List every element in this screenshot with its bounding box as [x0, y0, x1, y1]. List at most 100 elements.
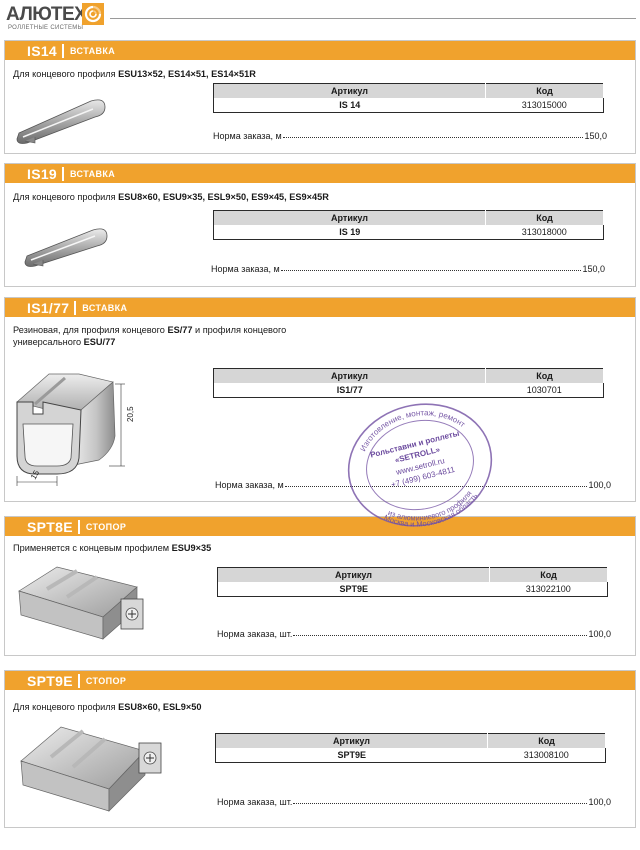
article-value: SPT9E — [339, 583, 368, 594]
description-profiles: ESU8×60, ESL9×50 — [118, 702, 202, 712]
section-description: Применяется с концевым профилем ESU9×35 — [13, 542, 211, 554]
description-profiles: ESU13×52, ES14×51, ES14×51R — [118, 69, 256, 79]
section-is14: IS14 ВСТАВКА Для концевого профиля ESU13… — [4, 40, 636, 154]
description-text: и профиля концевого — [192, 325, 287, 335]
col-code: Код — [485, 83, 604, 98]
section-description: Резиновая, для профиля концевого ES/77 и… — [13, 324, 286, 348]
order-norm-label: Норма заказа, м — [213, 131, 282, 141]
section-type: ВСТАВКА — [82, 302, 128, 313]
page-header: АЛЮТЕХ РОЛЛЕТНЫЕ СИСТЕМЫ — [0, 0, 640, 36]
col-article: Артикул — [217, 567, 490, 582]
order-norm-label: Норма заказа, шт. — [217, 629, 293, 639]
description-text: Для концевого профиля — [13, 69, 119, 79]
section-header: IS19 ВСТАВКА — [5, 164, 635, 183]
section-separator — [62, 43, 64, 58]
col-code: Код — [489, 567, 608, 582]
section-header: IS14 ВСТАВКА — [5, 41, 635, 60]
section-separator — [74, 300, 77, 315]
stopper-image — [20, 726, 162, 812]
col-article: Артикул — [213, 83, 486, 98]
description-profile: ES/77 — [167, 325, 193, 335]
insert-profile-image — [16, 99, 106, 144]
order-norm: Норма заказа, шт. 100,0 — [217, 629, 611, 639]
spec-table: Артикул Код SPT9E 313022100 — [217, 567, 608, 597]
col-code: Код — [487, 733, 606, 748]
spec-table: Артикул Код IS 14 313015000 — [213, 83, 604, 113]
section-description: Для концевого профиля ESU13×52, ES14×51,… — [13, 68, 256, 80]
logo-text: АЛЮТЕХ — [6, 4, 87, 25]
section-is1-77: IS1/77 ВСТАВКА Резиновая, для профиля ко… — [4, 297, 636, 502]
spec-table: Артикул Код SPT9E 313008100 — [215, 733, 606, 763]
section-code: SPT8E — [27, 518, 73, 535]
section-type: ВСТАВКА — [70, 45, 116, 56]
header-divider — [110, 18, 636, 19]
description-text: Резиновая, для профиля концевого — [13, 325, 168, 335]
section-header: IS1/77 ВСТАВКА — [5, 298, 635, 317]
section-type: СТОПОР — [85, 521, 127, 532]
code-value: 313008100 — [523, 749, 569, 760]
section-type: ВСТАВКА — [70, 168, 116, 179]
code-value: 1030701 — [526, 384, 562, 395]
order-norm-value: 150,0 — [584, 131, 607, 141]
section-header: SPT9E СТОПОР — [5, 671, 635, 690]
order-norm-value: 100,0 — [588, 480, 611, 490]
col-article: Артикул — [213, 368, 486, 383]
section-spt9e: SPT9E СТОПОР Для концевого профиля ESU8×… — [4, 670, 636, 828]
col-article: Артикул — [213, 210, 486, 225]
spec-table: Артикул Код IS 19 313018000 — [213, 210, 604, 240]
section-separator — [62, 166, 64, 181]
dot-leader — [282, 137, 584, 138]
order-norm-label: Норма заказа, шт. — [217, 797, 293, 807]
spec-table: Артикул Код IS1/77 1030701 — [213, 368, 604, 398]
section-code: IS1/77 — [27, 299, 70, 316]
section-code: IS19 — [27, 165, 57, 182]
order-norm: Норма заказа, шт. 100,0 — [217, 797, 611, 807]
dot-leader — [284, 486, 588, 487]
code-value: 313015000 — [521, 99, 567, 110]
logo-mark-icon — [82, 3, 104, 25]
dot-leader — [280, 270, 582, 271]
article-value: IS 14 — [339, 99, 361, 110]
section-type: СТОПОР — [85, 675, 127, 686]
dot-leader — [293, 635, 588, 636]
description-text: универсального — [13, 337, 84, 347]
order-norm: Норма заказа, м 100,0 — [215, 480, 611, 490]
col-article: Артикул — [215, 733, 488, 748]
code-value: 313022100 — [525, 583, 571, 594]
section-separator — [77, 673, 80, 688]
rubber-insert-drawing: 20,5 15 — [16, 373, 135, 486]
article-value: IS1/77 — [336, 384, 363, 395]
description-text: Применяется с концевым профилем — [13, 543, 172, 553]
dimension-height-label: 20,5 — [126, 406, 135, 422]
description-profiles: ESU8×60, ESU9×35, ESL9×50, ES9×45, ES9×4… — [118, 192, 329, 202]
section-code: SPT9E — [27, 672, 73, 689]
col-code: Код — [485, 210, 604, 225]
description-profile: ESU9×35 — [171, 543, 212, 553]
description-text: Для концевого профиля — [13, 702, 119, 712]
code-value: 313018000 — [521, 226, 567, 237]
order-norm: Норма заказа, м 150,0 — [213, 131, 607, 141]
order-norm-value: 100,0 — [588, 629, 611, 639]
order-norm: Норма заказа, м 150,0 — [211, 264, 605, 274]
order-norm-value: 150,0 — [582, 264, 605, 274]
dot-leader — [293, 803, 588, 804]
order-norm-value: 100,0 — [588, 797, 611, 807]
section-description: Для концевого профиля ESU8×60, ESL9×50 — [13, 701, 201, 713]
col-code: Код — [485, 368, 604, 383]
article-value: SPT9E — [337, 749, 366, 760]
section-header: SPT8E СТОПОР — [5, 517, 635, 536]
section-separator — [77, 519, 80, 534]
section-code: IS14 — [27, 42, 57, 59]
section-description: Для концевого профиля ESU8×60, ESU9×35, … — [13, 191, 329, 203]
section-spt8e: SPT8E СТОПОР Применяется с концевым проф… — [4, 516, 636, 656]
insert-profile-image — [24, 228, 108, 267]
description-profile: ESU/77 — [83, 337, 116, 347]
section-is19: IS19 ВСТАВКА Для концевого профиля ESU8×… — [4, 163, 636, 287]
order-norm-label: Норма заказа, м — [215, 480, 284, 490]
order-norm-label: Норма заказа, м — [211, 264, 280, 274]
stopper-image — [18, 566, 144, 640]
company-stamp: Изготовление, монтаж, ремонт из алюминие… — [347, 400, 493, 530]
description-text: Для концевого профиля — [13, 192, 119, 202]
logo-subtitle: РОЛЛЕТНЫЕ СИСТЕМЫ — [8, 25, 84, 31]
article-value: IS 19 — [339, 226, 361, 237]
